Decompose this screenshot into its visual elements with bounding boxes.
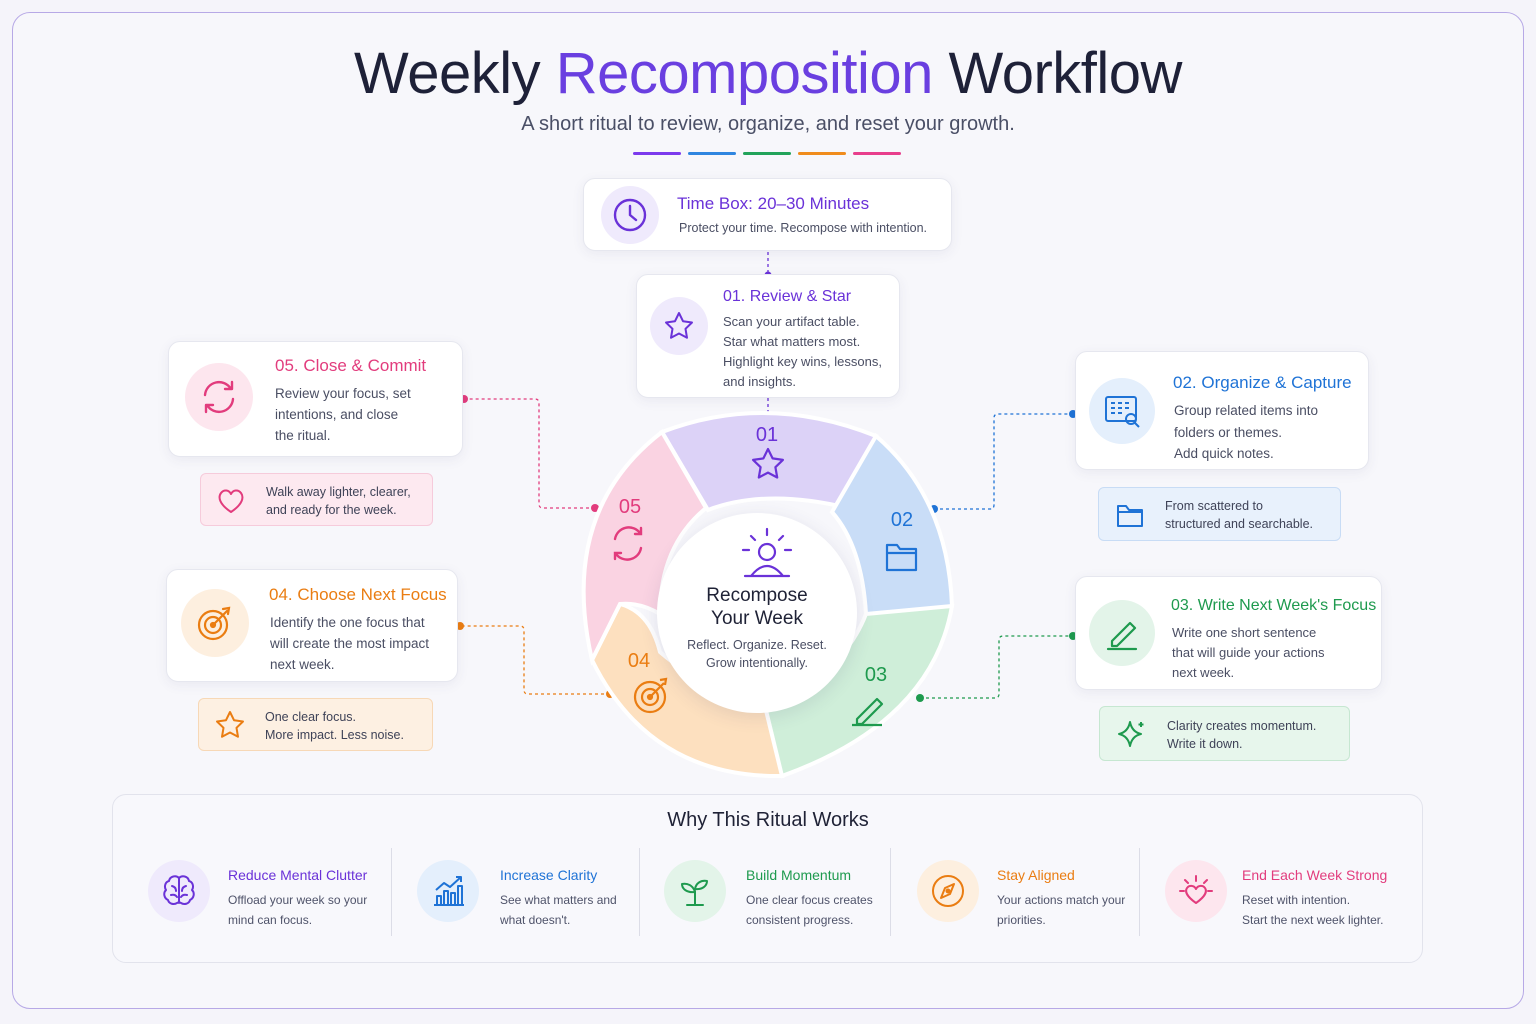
brain-icon [163, 875, 195, 905]
why-item-text: Reset with intention.Start the next week… [1242, 893, 1384, 927]
step-05-title: 05. Close & Commit [275, 356, 427, 375]
timebox-icon-circle [601, 186, 659, 244]
segment-number-04: 04 [627, 650, 651, 672]
segment-01-star-icon [752, 447, 784, 479]
sparkle-icon [1118, 721, 1144, 747]
timebox-text: Protect your time. Recompose with intent… [679, 221, 928, 235]
step-03-note: Clarity creates momentum.Write it down. [1099, 706, 1350, 761]
divider [1139, 848, 1140, 936]
page-title: Weekly Recomposition Workflow [354, 41, 1182, 106]
connector-step-05 [464, 398, 595, 509]
chart-growth-icon [434, 876, 464, 906]
stripe-pink [853, 152, 901, 155]
timebox-title: Time Box: 20–30 Minutes [677, 194, 870, 213]
wheel-segments [581, 410, 955, 779]
why-icon-circle [148, 860, 210, 922]
sunrise-person-icon [741, 527, 793, 578]
star-icon [665, 312, 693, 339]
step-04-icon-circle [181, 589, 249, 657]
page-subtitle: A short ritual to review, organize, and … [521, 113, 1015, 135]
star-outline-icon [216, 711, 244, 738]
divider [391, 848, 392, 936]
connector-step-02 [934, 413, 1073, 510]
stripe-blue [688, 152, 736, 155]
segment-03-pencil-icon [852, 697, 884, 727]
step-05-note-text: Walk away lighter, clearer,and ready for… [266, 485, 411, 517]
pencil-icon [1106, 621, 1138, 651]
center-hub [657, 513, 857, 713]
step-04-title: 04. Choose Next Focus [269, 585, 447, 604]
why-item-title: Stay Aligned [997, 867, 1075, 883]
why-icon-circle [664, 860, 726, 922]
why-item-title: Reduce Mental Clutter [228, 867, 368, 883]
step-02-icon-circle [1089, 378, 1155, 444]
segment-05 [581, 429, 709, 666]
sprout-icon [681, 879, 708, 906]
why-icon-circle [1165, 860, 1227, 922]
segment-02-folder-icon [885, 543, 918, 572]
grid-search-icon [1105, 396, 1140, 428]
segment-number-02: 02 [890, 509, 914, 531]
folder-icon [1117, 505, 1143, 527]
center-subtitle: Reflect. Organize. Reset.Grow intentiona… [687, 638, 827, 670]
step-01-text: Scan your artifact table.Star what matte… [723, 314, 882, 389]
segment-number-03: 03 [864, 664, 888, 686]
segment-04-target-icon [633, 677, 668, 714]
why-title: Why This Ritual Works [667, 809, 869, 831]
stripe-green [743, 152, 791, 155]
why-item-reduce-clutter: Reduce Mental Clutter Offload your week … [148, 848, 378, 938]
why-item-end-week-strong: End Each Week Strong Reset with intentio… [1165, 848, 1395, 938]
why-item-title: End Each Week Strong [1242, 867, 1388, 883]
step-01-icon-circle [650, 297, 708, 355]
clock-icon [613, 198, 647, 232]
segment-05-refresh-icon [613, 526, 643, 561]
target-icon [197, 606, 231, 641]
refresh-icon [203, 380, 235, 414]
step-03-card [1075, 576, 1382, 690]
stripe-orange [798, 152, 846, 155]
step-05-note: Walk away lighter, clearer,and ready for… [200, 473, 433, 526]
step-03-note-text: Clarity creates momentum.Write it down. [1167, 719, 1317, 751]
why-icon-circle [417, 860, 479, 922]
step-01-title: 01. Review & Star [723, 288, 852, 305]
divider [890, 848, 891, 936]
heart-sparkle-icon [1179, 875, 1213, 904]
color-stripes [633, 152, 901, 155]
compass-icon [932, 875, 964, 907]
step-03-icon-circle [1089, 600, 1155, 666]
step-04-note: One clear focus.More impact. Less noise. [198, 698, 433, 751]
segment-number-05: 05 [618, 496, 642, 518]
segment-number-01: 01 [755, 424, 779, 446]
step-04-note-text: One clear focus.More impact. Less noise. [265, 710, 404, 742]
why-item-title: Increase Clarity [500, 867, 598, 883]
divider [639, 848, 640, 936]
step-02-title: 02. Organize & Capture [1173, 373, 1352, 392]
step-03-title: 03. Write Next Week's Focus [1171, 597, 1377, 614]
heart-icon [218, 489, 244, 513]
connector-step-03 [920, 635, 1073, 699]
why-item-title: Build Momentum [746, 867, 852, 883]
why-icon-circle [917, 860, 979, 922]
step-05-icon-circle [185, 363, 253, 431]
stripe-purple [633, 152, 681, 155]
